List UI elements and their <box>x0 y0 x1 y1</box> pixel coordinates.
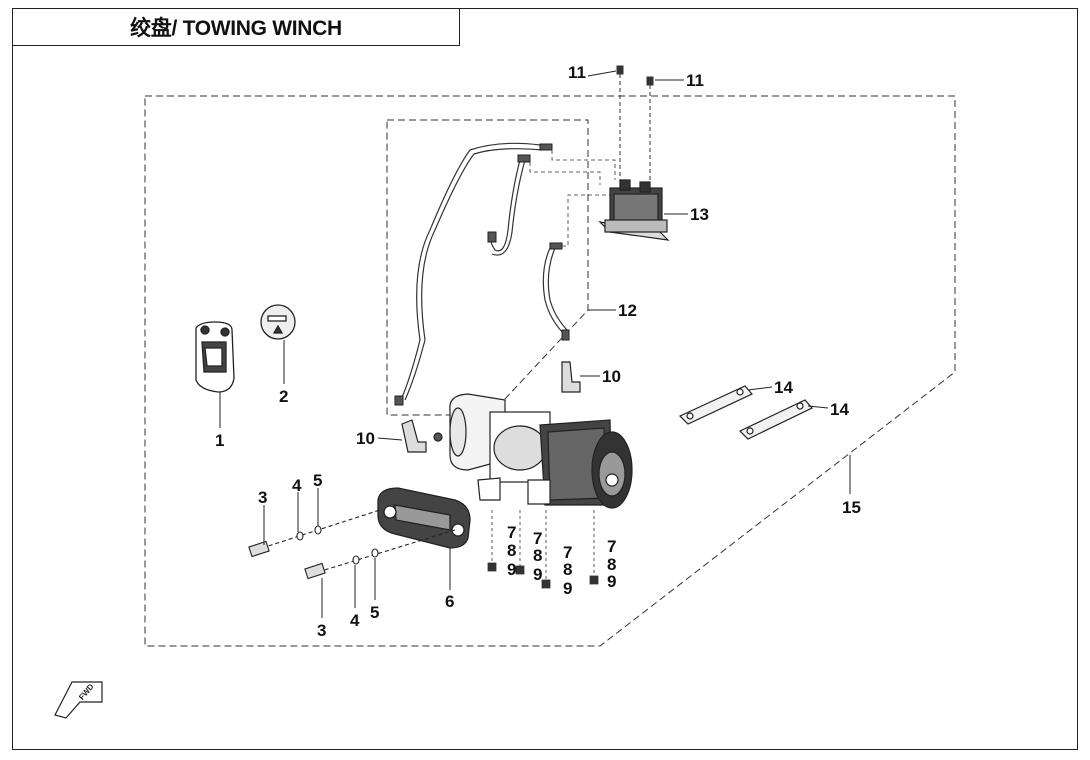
callout-9-c: 9 <box>563 579 572 598</box>
drawing-frame <box>12 8 1078 750</box>
callout-7-b: 7 <box>533 529 542 548</box>
callout-7-c: 7 <box>563 543 572 562</box>
callout-14-upper: 14 <box>774 378 793 397</box>
winch-cap-part <box>260 304 296 340</box>
callout-8-c: 8 <box>563 560 572 579</box>
fairlead-fasteners <box>248 509 456 580</box>
fairlead-bracket-part <box>195 321 235 393</box>
callout-5-upper: 5 <box>313 471 322 490</box>
forward-direction-arrow-icon: FWD <box>54 681 103 719</box>
callout-3-lower: 3 <box>317 621 326 640</box>
callout-9-d: 9 <box>607 572 616 591</box>
callout-4-lower: 4 <box>350 611 360 630</box>
assembly-boundary-15 <box>144 95 956 647</box>
callout-8-a: 8 <box>507 541 516 560</box>
mount-bolt-stacks <box>487 510 599 589</box>
callout-9-a: 9 <box>507 560 516 579</box>
callout-10-lower: 10 <box>356 429 375 448</box>
callout-6: 6 <box>445 592 454 611</box>
cable-terminal-ends <box>394 143 570 406</box>
callout-8-b: 8 <box>533 546 542 565</box>
callout-12: 12 <box>618 301 637 320</box>
mounting-plate-parts <box>678 385 813 440</box>
callout-11-right: 11 <box>686 71 704 90</box>
callout-4-upper: 4 <box>292 476 302 495</box>
callout-7-a: 7 <box>507 523 516 542</box>
callout-1: 1 <box>215 431 224 450</box>
callout-leader-lines <box>219 70 851 618</box>
contactor-solenoid-part <box>598 179 670 241</box>
bolt-11-parts <box>616 65 654 185</box>
callout-2: 2 <box>279 387 288 406</box>
callout-10-upper: 10 <box>602 367 621 386</box>
page-title: 绞盘/ TOWING WINCH <box>12 8 460 46</box>
callout-11-left: 11 <box>568 63 586 82</box>
callout-8-d: 8 <box>607 555 616 574</box>
elbow-connector-parts <box>401 361 581 453</box>
terminal-leader-lines <box>529 150 616 247</box>
roller-fairlead-part <box>377 487 471 549</box>
callout-5-lower: 5 <box>370 603 379 622</box>
callout-13: 13 <box>690 205 709 224</box>
callout-9-b: 9 <box>533 565 542 584</box>
callout-14-lower: 14 <box>830 400 849 419</box>
cable-boundary-12 <box>386 119 589 416</box>
winch-cable-harness <box>399 142 570 403</box>
callout-7-d: 7 <box>607 537 616 556</box>
callout-3-upper: 3 <box>258 488 267 507</box>
winch-motor-assembly <box>433 393 633 509</box>
callout-15: 15 <box>842 498 861 517</box>
